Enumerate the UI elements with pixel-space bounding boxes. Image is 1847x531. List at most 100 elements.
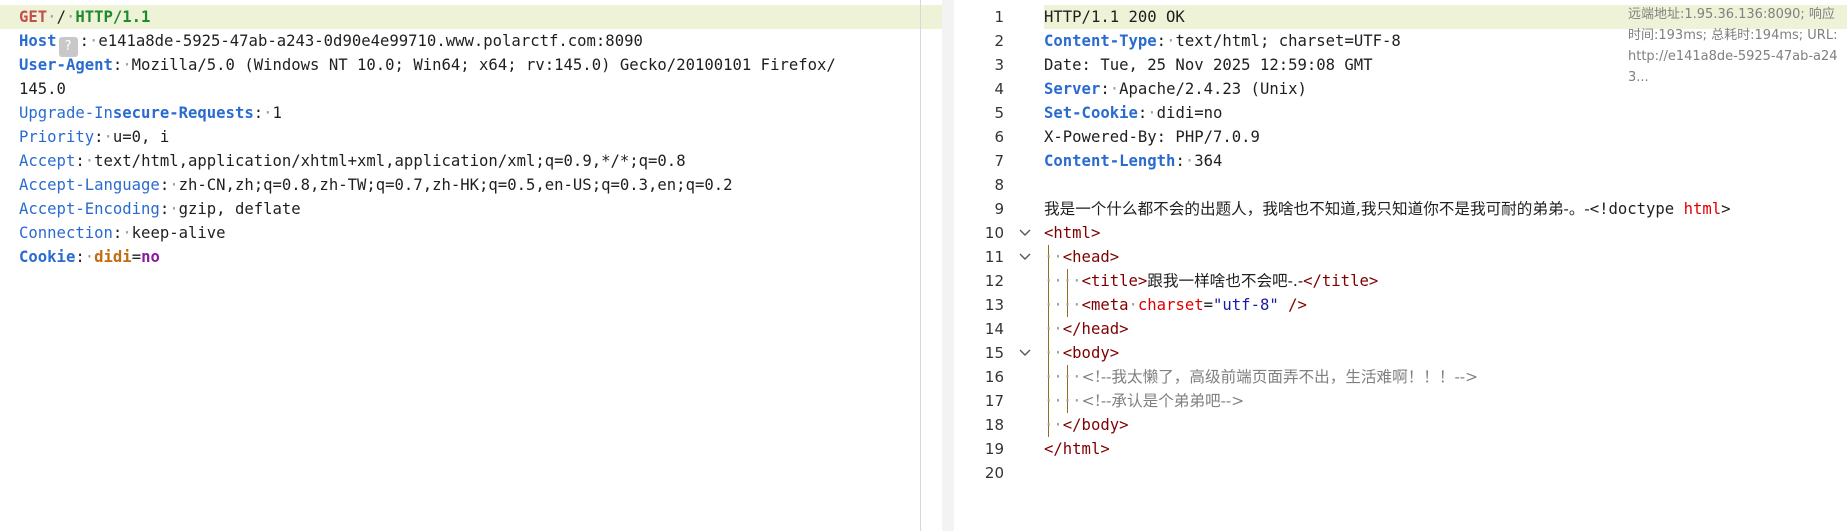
body-text: 我是一个什么都不会的出题人，我啥也不知道,我只知道你不是我可耐的弟弟-。-: [1044, 200, 1590, 218]
header-value: gzip, deflate: [178, 200, 301, 218]
header-name: Priority: [19, 128, 95, 146]
line-number: 10: [984, 224, 1004, 242]
editor-vertical-rule: [920, 0, 921, 531]
indent-guide: [1067, 365, 1068, 413]
head-close-tag: </head>: [1062, 320, 1129, 338]
line-number: 12: [984, 272, 1004, 290]
header-host: Host?:·e141a8de-5925-47ab-a243-0d90e4e99…: [0, 29, 942, 57]
question-badge-icon[interactable]: ?: [58, 37, 78, 57]
request-method: GET: [19, 8, 48, 26]
header-content-length: Content-Length:·364: [1044, 152, 1223, 170]
html-open-tag: <html>: [1044, 224, 1101, 242]
request-path: /: [56, 8, 66, 26]
head-close-line: ··</head>: [1044, 320, 1129, 338]
header-value: 364: [1194, 152, 1223, 170]
cookie-equals: =: [131, 248, 142, 266]
line-number: 2: [994, 32, 1004, 50]
meta-url-cont: 3...: [1628, 70, 1649, 85]
body-open-tag: <body>: [1062, 344, 1120, 362]
header-connection: Connection:·keep-alive: [19, 224, 226, 242]
header-cookie: Cookie:·didi=no: [19, 248, 160, 266]
header-value: text/html,application/xhtml+xml,applicat…: [94, 152, 686, 170]
header-value: u=0, i: [112, 128, 170, 146]
line-number: 8: [994, 176, 1004, 194]
meta-tag: <meta: [1081, 296, 1129, 314]
meta-url: http://e141a8de-5925-47ab-a24: [1628, 49, 1838, 64]
line-number: 4: [994, 80, 1004, 98]
line-number: 11: [984, 248, 1004, 266]
cookie-value: no: [141, 248, 160, 266]
header-value-wrap: 145.0: [19, 80, 66, 98]
cookie-key: didi: [94, 248, 132, 266]
header-name: Host: [19, 32, 57, 50]
doctype-open: <!doctype: [1589, 200, 1684, 218]
title-text: 跟我一样啥也不会吧-.-: [1147, 272, 1304, 290]
line-number: 19: [984, 440, 1004, 458]
header-value: text/html; charset=UTF-8: [1175, 32, 1401, 50]
head-open-tag: <head>: [1062, 248, 1120, 266]
header-user-agent: User-Agent:·Mozilla/5.0 (Windows NT 10.0…: [19, 56, 836, 74]
meta-value: "utf-8": [1213, 296, 1279, 314]
line-number: 9: [994, 200, 1004, 218]
body-close-tag: </body>: [1062, 416, 1129, 434]
header-user-agent-wrap: 145.0: [0, 77, 942, 101]
header-name: Set-Cookie: [1044, 104, 1138, 122]
header-content-type: Content-Type:·text/html; charset=UTF-8: [1044, 32, 1401, 50]
chevron-down-icon[interactable]: [1016, 221, 1034, 245]
doctype-close: >: [1721, 200, 1731, 218]
header-value: keep-alive: [131, 224, 226, 242]
request-protocol: HTTP/1.1: [75, 8, 151, 26]
line-number: 20: [984, 464, 1004, 482]
chevron-down-icon[interactable]: [1016, 341, 1034, 365]
body-close-line: ··</body>: [1044, 416, 1129, 434]
line-number: 1: [994, 8, 1004, 26]
body-open-line: ··<body>: [1044, 344, 1120, 362]
pane-splitter[interactable]: [942, 0, 954, 531]
meta-line: ····<meta·charset="utf-8" />: [1044, 296, 1307, 314]
header-name: Accept: [19, 152, 76, 170]
meta-close: />: [1278, 296, 1307, 314]
html-comment: <!--承认是个弟弟吧-->: [1081, 392, 1245, 410]
doctype-keyword: html: [1683, 200, 1722, 218]
line-number: 18: [984, 416, 1004, 434]
body-first-line: 我是一个什么都不会的出题人，我啥也不知道,我只知道你不是我可耐的弟弟-。-<!d…: [1044, 197, 1847, 221]
header-value: 1: [272, 104, 282, 122]
header-value: e141a8de-5925-47ab-a243-0d90e4e99710.www…: [98, 32, 643, 50]
line-number: 14: [984, 320, 1004, 338]
header-value: Apache/2.4.23 (Unix): [1119, 80, 1307, 98]
header-priority: Priority:·u=0, i: [19, 128, 170, 146]
line-number: 3: [994, 56, 1004, 74]
request-editor[interactable]: GET·/·HTTP/1.1 Host?:·e141a8de-5925-47ab…: [0, 0, 942, 531]
meta-timing: 时间:193ms; 总耗时:194ms; URL:: [1628, 28, 1838, 43]
header-date: Date: Tue, 25 Nov 2025 12:59:08 GMT: [1044, 56, 1373, 74]
status-line: HTTP/1.1 200 OK: [1044, 8, 1185, 26]
header-value: zh-CN,zh;q=0.8,zh-TW;q=0.7,zh-HK;q=0.5,e…: [178, 176, 733, 194]
request-line: GET·/·HTTP/1.1: [0, 5, 942, 29]
line-number: 6: [994, 128, 1004, 146]
comment-line-1: ····<!--我太懒了，高级前端页面弄不出，生活难啊！！！-->: [1044, 368, 1479, 386]
header-accept-encoding: Accept-Encoding:·gzip, deflate: [19, 200, 301, 218]
title-open-tag: <title>: [1081, 272, 1148, 290]
line-number: 15: [984, 344, 1004, 362]
header-name: Cookie: [19, 248, 76, 266]
header-server: Server:·Apache/2.4.23 (Unix): [1044, 80, 1307, 98]
header-powered-by: X-Powered-By: PHP/7.0.9: [1044, 128, 1260, 146]
header-name-highlight: secure-Requests: [112, 104, 254, 122]
line-number: 13: [984, 296, 1004, 314]
header-upgrade-insecure: Upgrade-Insecure-Requests:·1: [19, 104, 282, 122]
html-close-tag: </html>: [1044, 440, 1110, 458]
indent-guide: [1048, 245, 1049, 437]
meta-remote-address: 远端地址:1.95.36.136:8090; 响应: [1628, 7, 1835, 22]
head-open-line: ··<head>: [1044, 248, 1120, 266]
line-number: 7: [994, 152, 1004, 170]
html-comment: <!--我太懒了，高级前端页面弄不出，生活难啊！！！-->: [1081, 368, 1479, 386]
header-value: didi=no: [1156, 104, 1223, 122]
header-name: Content-Length: [1044, 152, 1176, 170]
header-name: Accept-Language: [19, 176, 160, 194]
line-number: 17: [984, 392, 1004, 410]
response-viewer[interactable]: 1 2 3 4 5 6 7 8 9 10 11 12 13 14 15 16 1…: [954, 0, 1847, 531]
header-accept-language: Accept-Language:·zh-CN,zh;q=0.8,zh-TW;q=…: [19, 176, 733, 194]
chevron-down-icon[interactable]: [1016, 245, 1034, 269]
header-name: Connection: [19, 224, 113, 242]
comment-line-2: ····<!--承认是个弟弟吧-->: [1044, 392, 1245, 410]
